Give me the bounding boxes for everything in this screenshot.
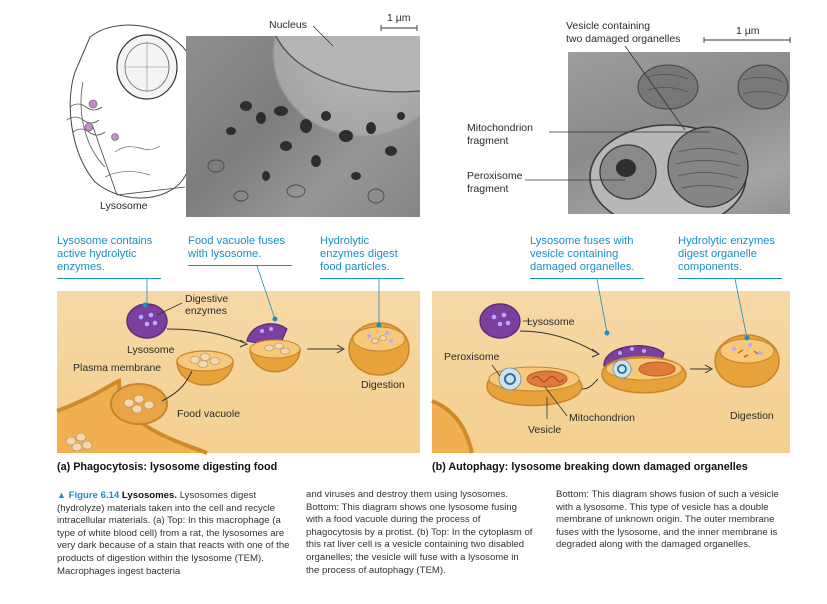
tem-right-pointers: [525, 45, 710, 181]
callout-b2-rule: [678, 278, 782, 280]
figure-caption-col1: ▲ Figure 6.14 Lysosomes. Lysosomes diges…: [57, 489, 297, 578]
macrophage-figure: Nucleus 1 µm Lysosome: [55, 12, 420, 217]
digestion-label-b: Digestion: [730, 410, 774, 422]
scale-bar-left: [380, 25, 418, 31]
food-vacuole-label: Food vacuole: [177, 408, 241, 420]
mito-label-line2: fragment: [467, 135, 509, 147]
digestion-label-a: Digestion: [361, 379, 405, 391]
vesicle-label-line2: two damaged organelles: [566, 33, 681, 45]
cell-sketch: [66, 24, 188, 199]
caption-text-col2: and viruses and destroy them using lysos…: [306, 489, 533, 576]
scale-bar-right: [703, 37, 791, 43]
callout-a3-rule: [320, 278, 404, 280]
autophagy-panel: Lysosome Peroxisome Vesicle Mitochondrio…: [431, 278, 790, 454]
caption-text-col3: Bottom: This diagram shows fusion of suc…: [556, 489, 779, 551]
scale-label-right: 1 µm: [736, 25, 760, 37]
nucleus-pointer: [312, 25, 334, 47]
caption-a: (a) Phagocytosis: lysosome digesting foo…: [57, 461, 278, 473]
figure-title: Lysosomes.: [121, 490, 178, 501]
callout-b1-rule: [530, 278, 644, 280]
figure-label: Figure 6.14: [68, 490, 120, 501]
perox-label-line2: fragment: [467, 183, 509, 195]
peroxisome-label: Peroxisome: [444, 351, 500, 363]
perox-label-line1: Peroxisome: [467, 170, 523, 182]
figure-marker: ▲: [57, 490, 66, 500]
macrophage-tem-image: [186, 36, 420, 217]
vesicle-label-line1: Vesicle containing: [566, 20, 651, 32]
scale-label-left: 1 µm: [387, 12, 411, 24]
plasma-membrane-label: Plasma membrane: [73, 362, 162, 374]
lysosome-label-a: Lysosome: [127, 344, 175, 356]
nucleus-label: Nucleus: [269, 19, 307, 31]
caption-b: (b) Autophagy: lysosome breaking down da…: [432, 461, 748, 473]
mito-label-line1: Mitochondrion: [467, 122, 533, 134]
callout-a1-rule: [57, 278, 161, 280]
lysosome-label-b: Lysosome: [527, 316, 575, 328]
vesicle-label-b: Vesicle: [528, 424, 562, 436]
autophagy-tem-image: [568, 52, 790, 214]
mitochondrion-label: Mitochondrion: [569, 412, 635, 424]
caption-text-col1: Lysosomes digest (hydrolyze) materials t…: [57, 490, 290, 577]
callout-a2-rule: [188, 265, 292, 267]
lysosome-label-top: Lysosome: [100, 200, 148, 212]
